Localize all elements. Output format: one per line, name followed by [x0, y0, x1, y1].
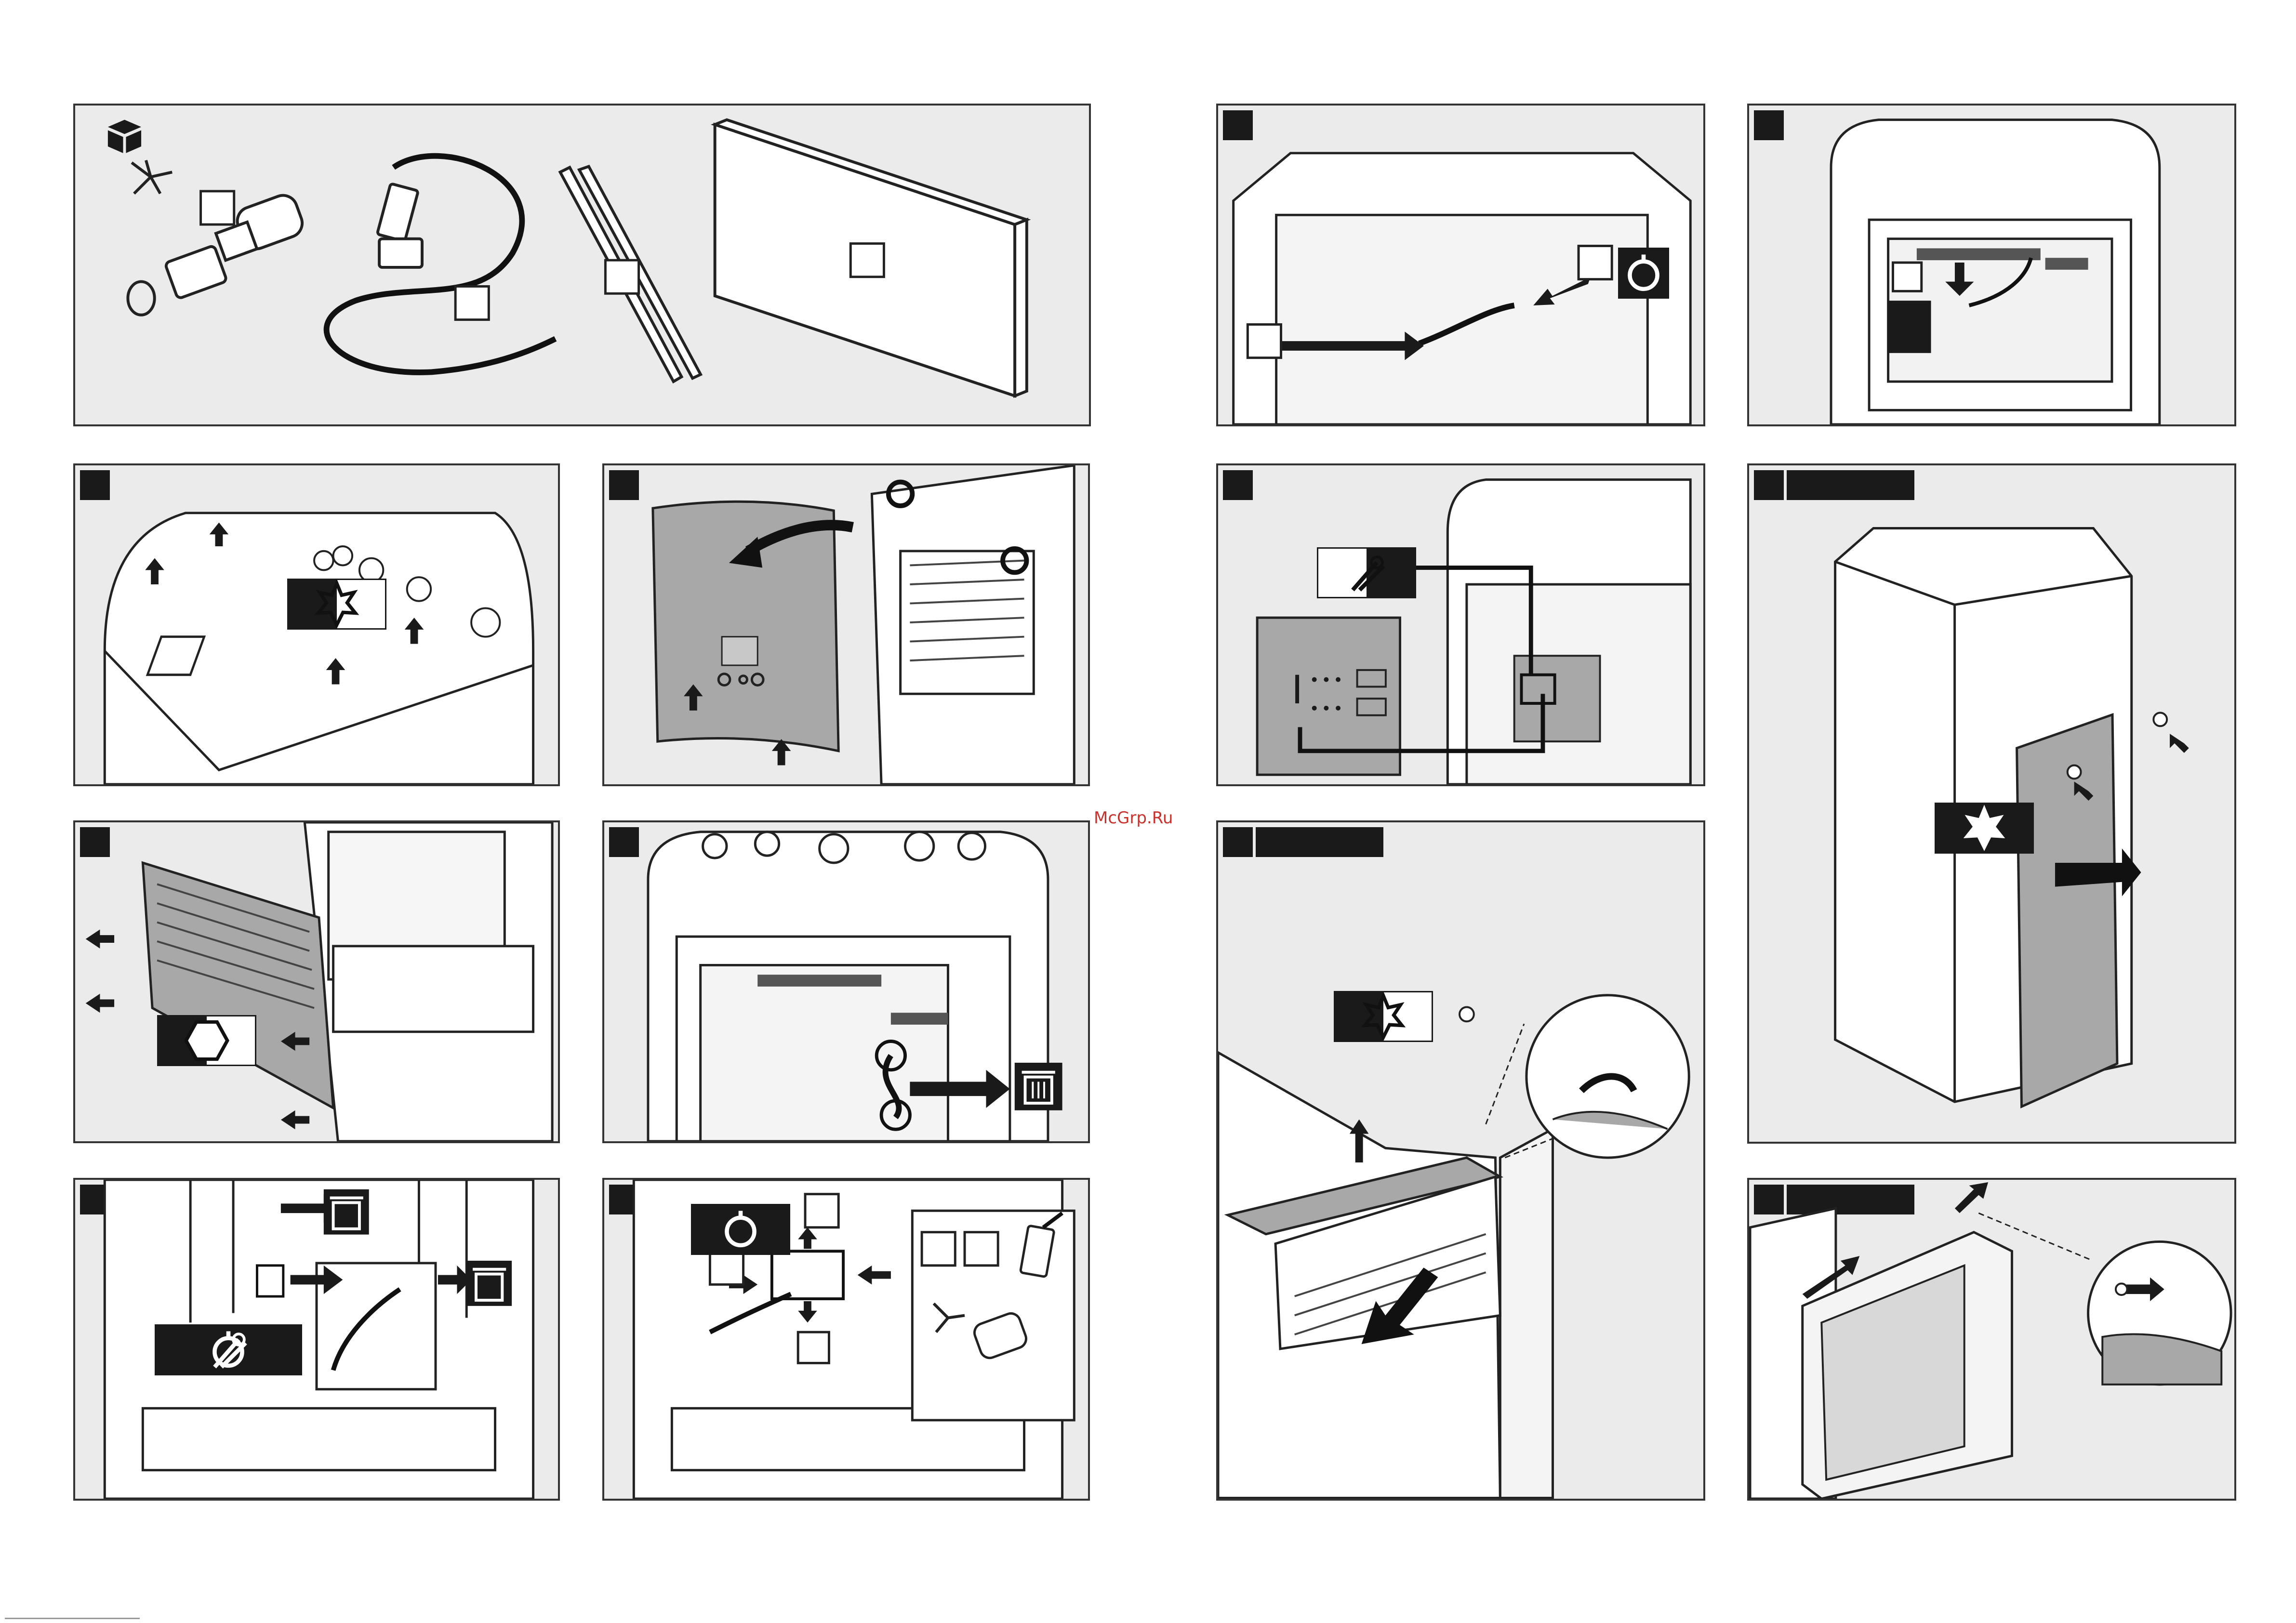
torx-screw	[2068, 765, 2081, 779]
unit-open-front	[1831, 120, 2160, 424]
step-12-panel	[1747, 1178, 2236, 1501]
cable-plug	[377, 184, 422, 267]
unit-frame	[305, 822, 552, 1141]
step-3-panel	[73, 820, 560, 1143]
spacer-clip-icon	[132, 160, 172, 194]
callout-box	[710, 1251, 743, 1284]
hex-tool-label	[157, 1015, 256, 1066]
trash-icon	[1015, 1063, 1062, 1110]
torx-tool-label	[1935, 803, 2034, 854]
callout-box	[1893, 263, 1921, 291]
callout-box	[850, 244, 884, 277]
callout-box	[805, 1194, 838, 1227]
step-2-drawing	[604, 465, 1088, 784]
step-10-drawing	[1218, 822, 1703, 1499]
step-12-drawing	[1749, 1180, 2234, 1499]
watermark: McGrp.Ru	[1094, 808, 1173, 828]
callout-box	[201, 191, 234, 224]
step-10-panel	[1216, 820, 1705, 1501]
front-cover	[653, 501, 838, 751]
parts-inset	[912, 1211, 1074, 1420]
torx-screw	[2153, 713, 2167, 726]
trash-icon	[466, 1261, 512, 1306]
torx-tool-label	[287, 579, 386, 630]
step-5-drawing	[75, 1180, 558, 1499]
step-9-panel	[1216, 463, 1705, 786]
tie-tool-label	[691, 1204, 790, 1255]
step-8-panel	[1747, 104, 2236, 426]
display-cutout	[722, 637, 757, 665]
cable-tie-cutter-icon	[1318, 549, 1415, 597]
step-3-drawing	[75, 822, 558, 1141]
step-9-drawing	[1218, 465, 1703, 784]
step-11-panel	[1747, 463, 2236, 1144]
step-4-drawing	[604, 822, 1088, 1141]
step-6-panel	[602, 1178, 1090, 1501]
callout-box	[1248, 325, 1281, 358]
detail-circle	[1526, 995, 1689, 1158]
cable-tie-icon	[156, 1326, 301, 1374]
torx-screw	[1460, 1007, 1474, 1022]
step-6-drawing	[604, 1180, 1088, 1499]
callout-box	[1579, 246, 1612, 279]
sensor-cable	[327, 156, 556, 372]
control-board	[1514, 656, 1600, 741]
cutter-tie-tool-label	[155, 1324, 302, 1375]
unit-frame	[872, 465, 1074, 784]
torx-tool-label	[1334, 991, 1433, 1042]
box-icon	[108, 120, 141, 153]
callout-box	[605, 260, 638, 293]
step-4-panel	[602, 820, 1090, 1143]
kit-contents-panel	[73, 104, 1091, 426]
torx-screwdriver-icon	[1936, 804, 2032, 852]
detail-circle	[2088, 1241, 2231, 1384]
tie-tool-label	[1618, 248, 1669, 299]
step-8-drawing	[1749, 106, 2234, 424]
cutter-tool-label	[1317, 547, 1416, 598]
step-7-panel	[1216, 104, 1705, 426]
control-board-label	[1888, 301, 1931, 353]
adapter-nipple	[128, 245, 227, 315]
step-5-panel	[73, 1178, 560, 1501]
cable-tie-icon	[1619, 249, 1668, 297]
torx-screwdriver-icon	[289, 580, 385, 628]
cable-tie-icon	[692, 1205, 789, 1254]
step-2-panel	[602, 463, 1090, 786]
hex-wrench-icon	[159, 1016, 255, 1065]
page-footer-rule	[5, 1618, 140, 1619]
torx-screwdriver-icon	[1335, 992, 1432, 1041]
step-1-panel	[73, 463, 560, 786]
trash-icon	[324, 1189, 369, 1235]
callout-box	[798, 1332, 829, 1363]
callout-box	[455, 286, 489, 319]
kit-contents-drawing	[75, 106, 1089, 424]
